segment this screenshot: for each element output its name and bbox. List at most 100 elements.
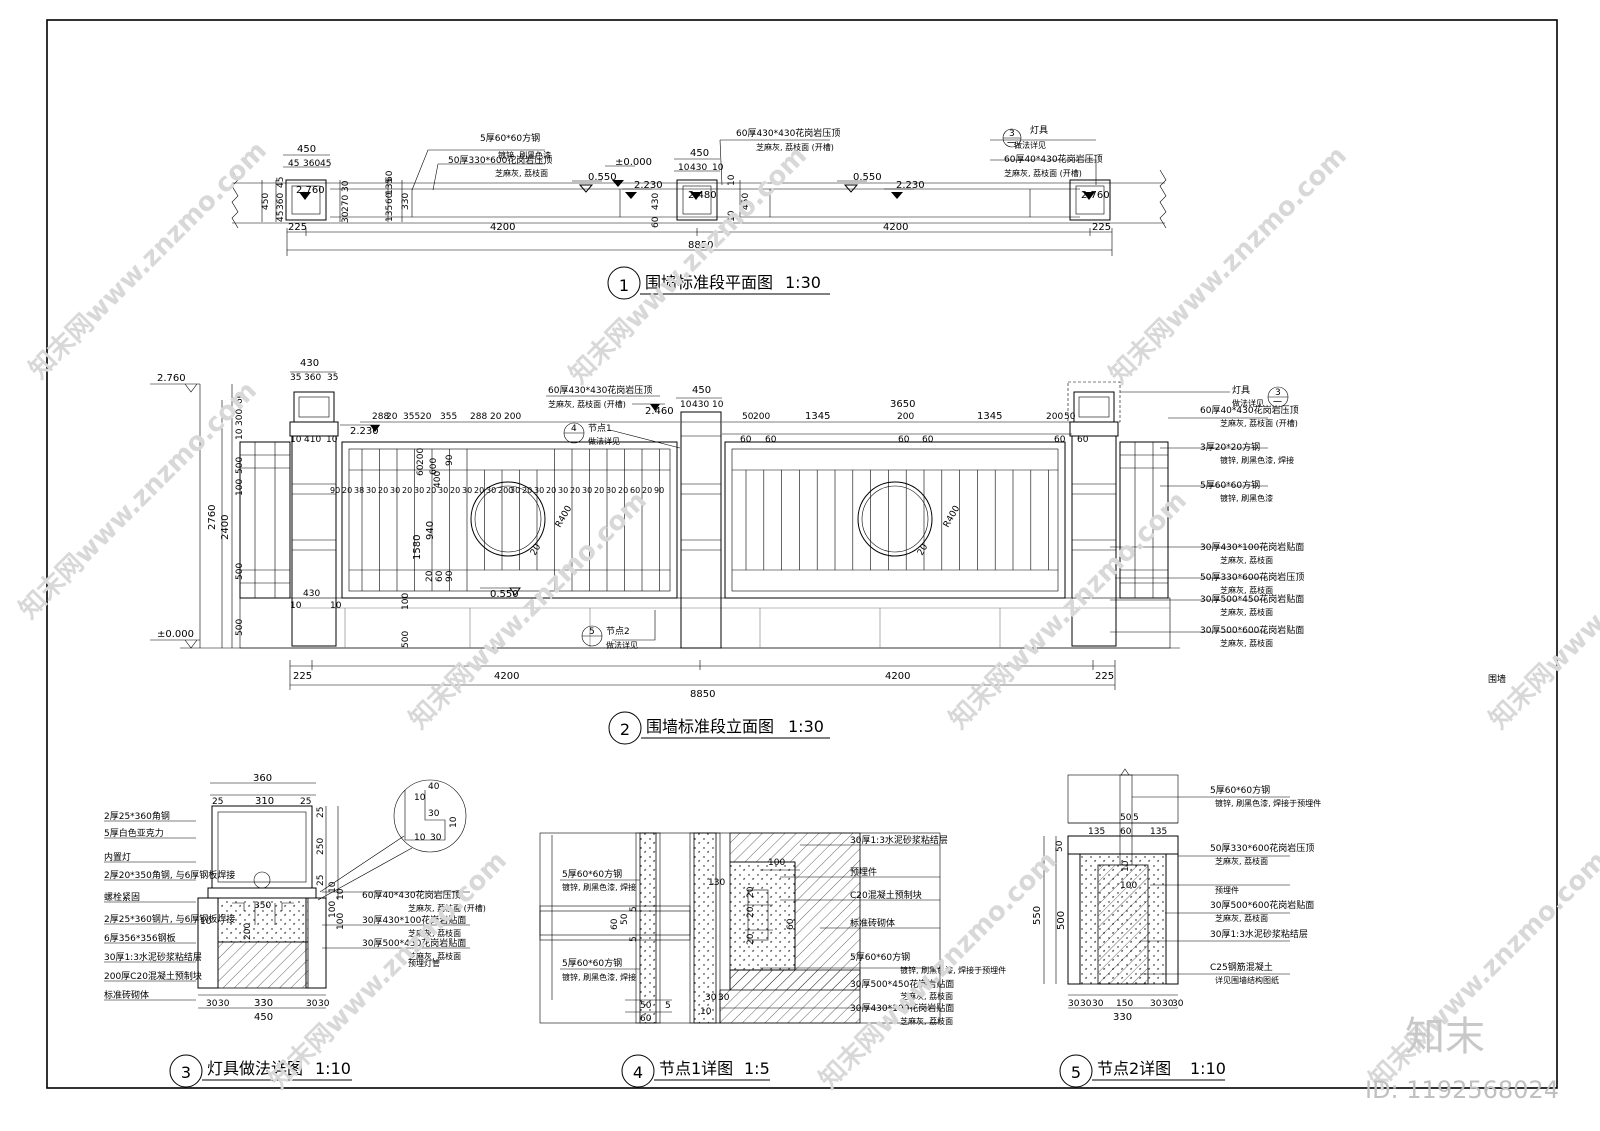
elev-top-dim: 360 [304, 373, 321, 383]
d4-dim: 60 [640, 1014, 652, 1024]
elev-right-top-dim: 200 [1046, 412, 1063, 422]
elev-inner-dim: 60 [416, 464, 426, 476]
d3-note-right-sub: 芝麻灰, 荔枝面 [408, 928, 461, 938]
elev-labels: 2.760 ±0.000 2.230 2.460 0.550 2760 2400… [157, 358, 1506, 700]
elev-bar-dim: 90 [654, 486, 664, 495]
detail5-scale: 1:10 [1190, 1059, 1226, 1078]
elev-light-sheet: 一 [1273, 398, 1282, 408]
elev-inner-dim: 400 [433, 471, 443, 488]
elev-right-60: 60 [1054, 435, 1066, 445]
d3-note-left: 内置灯 [104, 851, 131, 863]
d4-note-right: 30厚500*450花岗岩贴面 [850, 978, 954, 990]
elev-light-label: 灯具 [1232, 385, 1250, 396]
elev-note-title: 5厚60*60方钢 [1200, 479, 1260, 491]
d4-dim: 5 [665, 1001, 671, 1011]
elev-right-60: 60 [922, 435, 934, 445]
d3-note-right-title: 30厚430*100花岗岩贴面 [362, 914, 466, 926]
elev-vdim: 500 [235, 457, 245, 474]
plan-note-sub: 做法详见 [1014, 140, 1046, 150]
d5-note-title: 30厚1:3水泥砂浆粘结层 [1210, 928, 1308, 940]
d3-note-right-sub: 预埋灯管 [408, 958, 440, 968]
elev-bar-dim: 30 [438, 486, 448, 495]
d5-note-title: 5厚60*60方钢 [1210, 784, 1270, 796]
plan-note-sub: 芝麻灰, 荔枝面 [495, 168, 548, 178]
plan-note-sub: 镀锌, 刷黑色漆 [498, 150, 551, 160]
plan-side-dim: 135 [385, 205, 395, 222]
watermark-text: 知末网www.znzmo.com [404, 486, 653, 735]
plan-labels: 450 45 360 45 450 10 430 10 450 45 360 4… [261, 125, 1111, 251]
d3-note-left: 5厚白色亚克力 [104, 827, 164, 839]
d5-bottom-total: 330 [1113, 1012, 1132, 1023]
plan-side-dim: 450 [261, 193, 271, 210]
right-panel-bars [745, 470, 1049, 570]
d4-note-right: C20混凝土预制块 [850, 889, 922, 901]
elev-top-dim: 410 [304, 435, 321, 445]
d4-note-left-sub: 镀锌, 刷黑色漆, 焊接 [562, 972, 636, 982]
d3-inner-dim: 200 [243, 923, 253, 940]
d3-bottom-dim: 30 [318, 999, 330, 1009]
d4-note-right: 标准砖砌体 [850, 917, 895, 929]
node2-ref-label: 节点2 [606, 626, 630, 637]
d4-note-right: 镀锌, 刷黑色漆, 焊接于预埋件 [900, 965, 1006, 975]
elev-note-sub: 芝麻灰, 荔枝面 [1220, 638, 1273, 648]
elev-bar-dim: 30 [462, 486, 472, 495]
d5-note-sub: 芝麻灰, 荔枝面 [1215, 856, 1268, 866]
d3-zoom-dim: 10 [449, 816, 459, 828]
detail3-scale: 1:10 [315, 1059, 351, 1078]
d3-side-dim: 250 [316, 838, 326, 855]
elev-inner-dim: 10 [290, 601, 302, 611]
d4-dim: 60 [786, 918, 796, 930]
d4-dim: 20 [746, 906, 756, 918]
d3-top-dim: 25 [212, 797, 223, 807]
detail5-title-number: 5 [1071, 1063, 1081, 1082]
elev-radius2: 20 [529, 542, 544, 557]
elev-note-title: 3厚20*20方钢 [1200, 441, 1260, 453]
detail5-title-block: 5 节点2详图 1:10 [1059, 1054, 1226, 1088]
elev-right-top-dim: 3650 [890, 399, 915, 410]
d3-side-dim: 100 [336, 913, 346, 930]
d3-note-left: 6厚356*356钢板 [104, 932, 176, 944]
elev-title: 围墙标准段立面图 [646, 717, 774, 736]
d5-dim: 50 [1055, 840, 1065, 852]
d3-side-dim: 10 [336, 888, 346, 900]
detail3-labels: 360 25 310 25 30 30 330 30 30 450 25 250… [104, 773, 486, 1023]
watermark-text: 知末网www.znzmo.com [14, 376, 263, 625]
elev-right-top-dim: 1345 [977, 411, 1002, 422]
d3-note-left: 标准砖砌体 [104, 989, 149, 1001]
elev-row-dim: 288 [372, 412, 389, 422]
watermark-text: 知末网www.znzmo.com [1104, 141, 1353, 390]
d3-zoom-dim: 10 [414, 793, 426, 803]
elev-row-dim: 20 [490, 412, 502, 422]
d4-note-right: 30厚430*100花岗岩贴面 [850, 1002, 954, 1014]
elev-note-title: 30厚430*100花岗岩贴面 [1200, 541, 1304, 553]
elev-top-dim: 10 [680, 400, 692, 410]
d5-dim: 135 [1150, 827, 1167, 837]
elev-right-60: 60 [740, 435, 752, 445]
d3-side-dim: 25 [316, 807, 326, 818]
elev-bar-dim: 38 [354, 486, 364, 495]
elev-inner-dim: 90 [445, 454, 455, 466]
d3-note-left: 30厚1:3水泥砂浆粘结层 [104, 951, 202, 963]
watermark-id: ID: 1192568024 [1365, 1076, 1559, 1104]
d3-zoom-dim: 10 [414, 833, 426, 843]
elev-row-dim: 355 [403, 412, 420, 422]
d5-bottom-dim: 30 [1068, 999, 1080, 1009]
elev-top-note-sub: 芝麻灰, 荔枝面 (开槽) [548, 399, 626, 409]
node2-ref-num: 5 [589, 627, 595, 637]
elev-row-dim: 20 [386, 412, 398, 422]
elev-vdim: 300 [235, 409, 245, 426]
elev-bar-dim: 30 [366, 486, 376, 495]
elev-top-dim: 10 [712, 400, 724, 410]
elev-note-sub: 芝麻灰, 荔枝面 [1220, 555, 1273, 565]
elev-level: 2.760 [157, 373, 186, 384]
plan-side-dim: 330 [401, 193, 411, 210]
detail5-title: 节点2详图 [1097, 1059, 1171, 1078]
elev-level: 2.230 [350, 426, 379, 437]
sheet-right-note: 围墙 [1488, 673, 1506, 685]
watermark-brand: 知末 [1405, 1014, 1485, 1060]
d4-dim: 100 [768, 858, 785, 868]
plan-side-dim: 60 [385, 170, 395, 182]
